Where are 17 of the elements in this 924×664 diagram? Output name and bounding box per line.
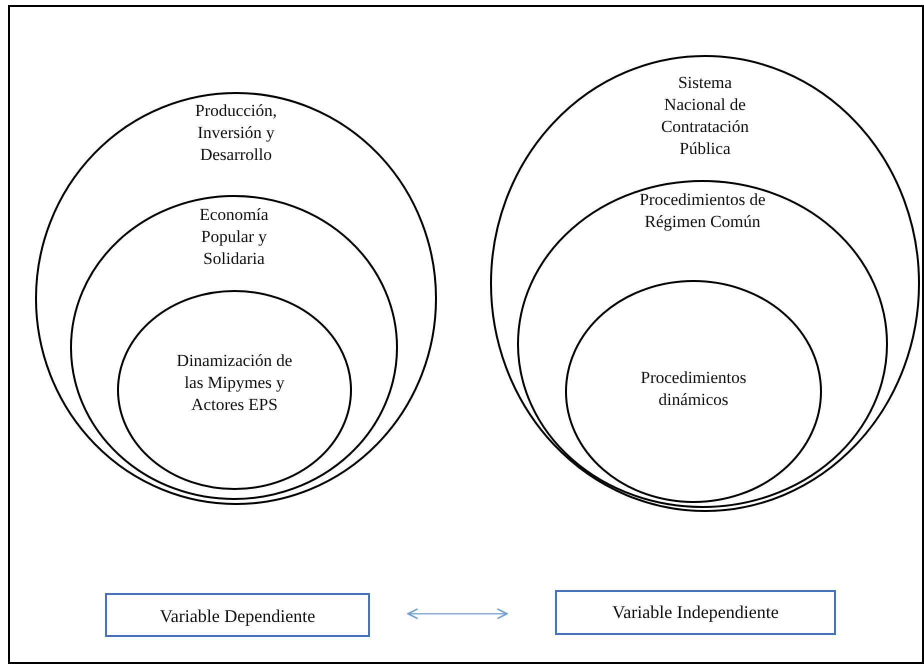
concept-ellipse xyxy=(565,280,822,503)
ellipse-label: Producción, Inversión y Desarrollo xyxy=(194,100,278,166)
ellipse-label: Economía Popular y Solidaria xyxy=(198,204,270,270)
ellipse-label: Sistema Nacional de Contratación Pública xyxy=(660,72,750,160)
concept-ellipse xyxy=(517,180,888,508)
double-arrow xyxy=(407,608,508,620)
concept-ellipse xyxy=(490,55,920,512)
box-label: Variable Independiente xyxy=(611,601,780,623)
concept-ellipse xyxy=(35,92,437,505)
ellipse-label: Dinamización de las Mipymes y Actores EPS xyxy=(176,350,294,416)
ellipse-label: Procedimientos de Régimen Común xyxy=(638,189,767,233)
variable-box xyxy=(555,590,836,635)
concept-ellipse xyxy=(70,195,398,500)
ellipse-label: Procedimientos dinámicos xyxy=(640,367,748,411)
box-label: Variable Dependiente xyxy=(158,605,316,627)
variable-box xyxy=(105,593,370,637)
concept-ellipse xyxy=(117,290,352,490)
